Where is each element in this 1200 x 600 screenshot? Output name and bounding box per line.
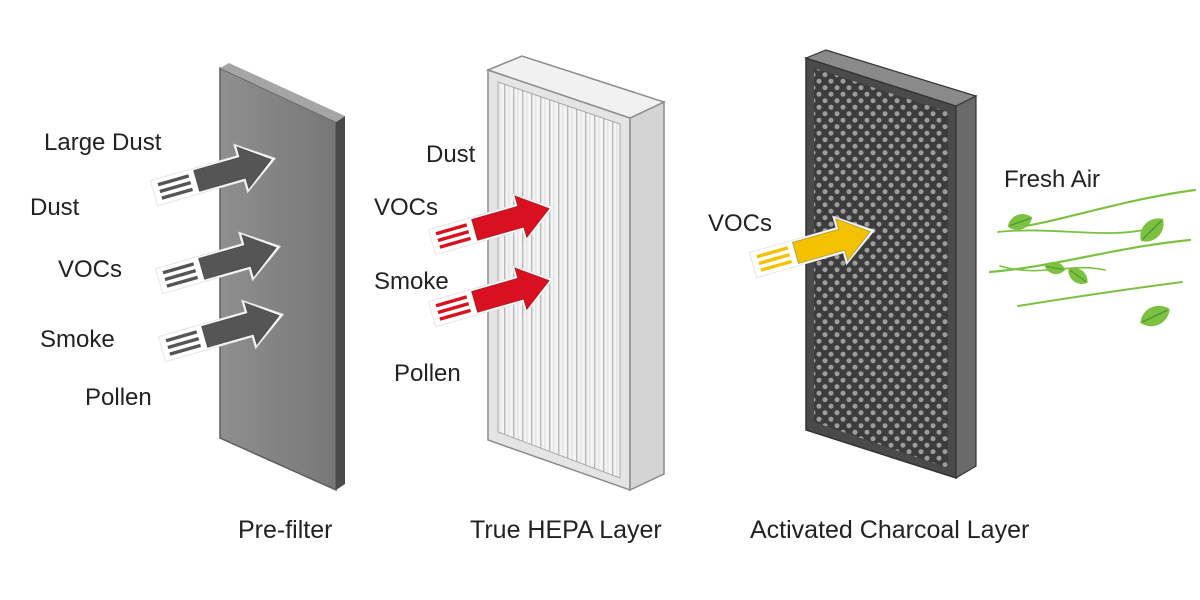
stage-caption: Pre-filter [238,516,333,544]
fresh-air-label: Fresh Air [1004,166,1101,193]
airflow-arrow [748,215,876,279]
airflow-arrows [149,143,876,363]
pollutant-label: Large Dust [44,129,162,156]
charcoal-filter-panel [804,49,978,480]
hepa-filter-panel [485,55,667,492]
pollutant-label: Smoke [374,268,449,295]
pollutant-label: Pollen [85,384,152,411]
pollutant-label: VOCs [708,210,773,237]
pollutant-label: Dust [30,194,80,221]
pollutant-label: VOCs [58,256,123,283]
stage-caption: True HEPA Layer [470,516,662,544]
pollutant-label: Dust [426,141,476,168]
airflow-arrow [427,264,555,328]
pollutant-label: Smoke [40,326,115,353]
airflow-arrow [427,192,555,256]
airflow-arrow [149,143,277,207]
pollutant-label: VOCs [374,194,439,221]
stage-caption: Activated Charcoal Layer [750,516,1030,544]
leaf-icon [1043,259,1067,277]
pre-filter-panel [219,63,345,492]
pollutant-label: Pollen [394,360,461,387]
airflow-arrow [157,299,285,363]
airflow-arrow [154,231,282,295]
fresh-air-stream [988,188,1197,307]
leaf-icon [1135,299,1175,333]
